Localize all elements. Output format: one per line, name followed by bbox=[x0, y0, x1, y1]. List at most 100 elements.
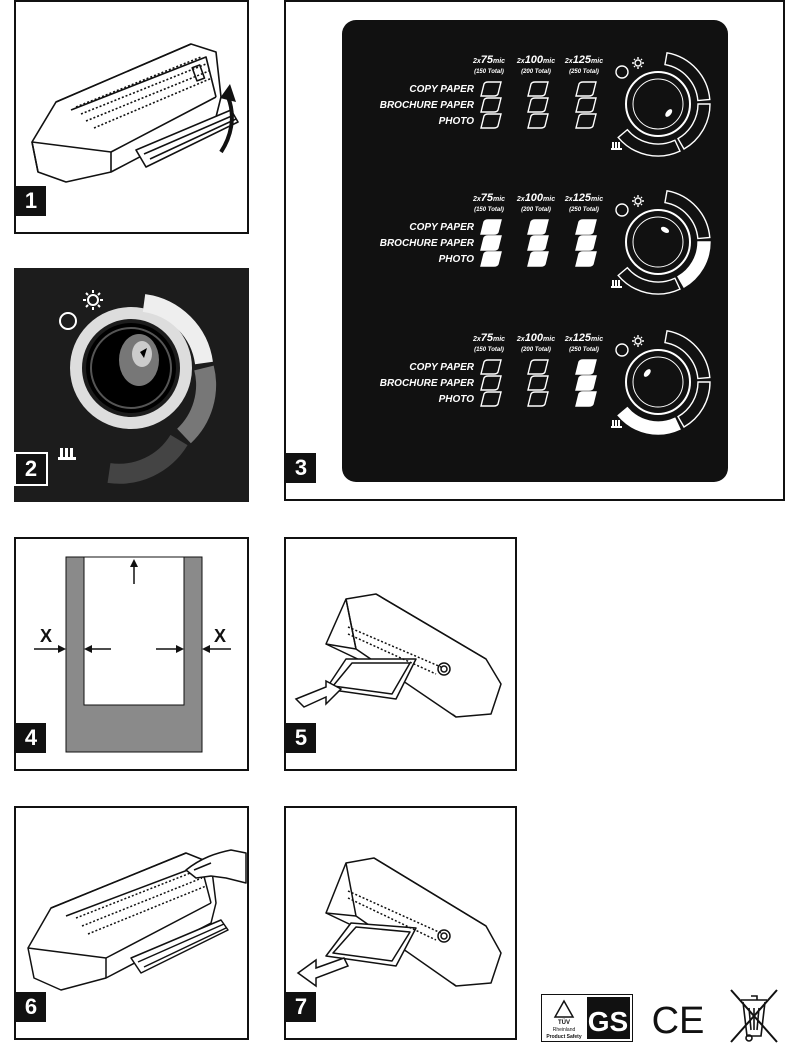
pouch-indicator-icon bbox=[527, 251, 549, 267]
laminator-open-tray-illustration bbox=[31, 43, 239, 183]
heat-arc-segment bbox=[677, 103, 711, 150]
thickness-header: 2x100mic bbox=[516, 192, 555, 204]
ready-light-icon bbox=[615, 203, 629, 217]
gs-mark: GS bbox=[588, 1006, 628, 1037]
panel-step-4: X X 4 bbox=[14, 537, 249, 771]
pouch-indicator-icon bbox=[575, 235, 597, 251]
heat-bars-icon bbox=[611, 142, 622, 150]
ready-indicator-light-icon bbox=[59, 312, 77, 330]
heat-arc-segment bbox=[664, 329, 711, 380]
heat-arc-segment bbox=[677, 381, 711, 428]
ready-light-icon bbox=[615, 343, 629, 357]
step-number: 1 bbox=[16, 186, 46, 216]
heat-arc-segment bbox=[664, 51, 711, 102]
paper-type-label: PHOTO bbox=[439, 394, 475, 405]
thickness-total: (200 Total) bbox=[521, 207, 551, 213]
weee-crossed-bin-icon bbox=[723, 986, 785, 1044]
step-number: 2 bbox=[14, 452, 48, 486]
paper-type-label: BROCHURE PAPER bbox=[380, 378, 475, 389]
sun-icon bbox=[83, 290, 103, 310]
settings-chart-panel: 2x75mic (150 Total) 2x100mic (200 Total) 2x1… bbox=[342, 20, 728, 482]
paper-type-label: PHOTO bbox=[439, 116, 475, 127]
tuv-rheinland-text: Rheinland bbox=[553, 1027, 576, 1033]
thickness-header: 2x125mic bbox=[564, 332, 603, 344]
paper-type-label: COPY PAPER bbox=[409, 222, 474, 233]
pouch-indicator-icon bbox=[527, 359, 549, 375]
thickness-header: 2x75mic bbox=[472, 332, 505, 344]
pouch-indicator-icon bbox=[527, 219, 549, 235]
thickness-header: 2x75mic bbox=[472, 192, 505, 204]
pouch-indicator-icon bbox=[480, 81, 502, 97]
heat-bars-icon bbox=[611, 280, 622, 288]
tuv-gs-logo: TÜV Rheinland Product Safety GS bbox=[541, 994, 633, 1042]
panel-step-7: 7 bbox=[284, 806, 517, 1040]
heat-arc-segment bbox=[617, 266, 681, 295]
panel-step-6: 6 bbox=[14, 806, 249, 1040]
sun-icon bbox=[632, 335, 644, 347]
pouch-indicator-icon bbox=[575, 251, 597, 267]
paper-type-label: BROCHURE PAPER bbox=[380, 238, 475, 249]
thickness-total: (250 Total) bbox=[569, 347, 599, 353]
pouch-indicator-icon bbox=[575, 359, 597, 375]
tuv-text: TÜV bbox=[558, 1019, 570, 1026]
step-number: 7 bbox=[286, 992, 316, 1022]
heat-arc-segment bbox=[617, 128, 681, 157]
thickness-header: 2x125mic bbox=[564, 192, 603, 204]
tuv-triangle-icon: TÜV Rheinland Product Safety GS bbox=[546, 997, 630, 1040]
heat-bars-icon bbox=[58, 448, 76, 460]
dial-pointer-icon bbox=[643, 369, 651, 377]
setting-row: 2x75mic (150 Total) 2x100mic (200 Total) 2x1… bbox=[380, 329, 711, 435]
setting-row: 2x75mic (150 Total) 2x100mic (200 Total) 2x1… bbox=[380, 189, 711, 295]
pouch-indicator-icon bbox=[480, 235, 502, 251]
pouch-indicator-icon bbox=[527, 113, 549, 129]
thickness-header: 2x75mic bbox=[472, 54, 505, 66]
laminator-output-pouch-illustration bbox=[296, 857, 502, 988]
temperature-dial-closeup bbox=[14, 268, 249, 502]
pouch-indicator-icon bbox=[480, 359, 502, 375]
pouch-indicator-icon bbox=[575, 391, 597, 407]
pouch-indicator-icon bbox=[575, 81, 597, 97]
pouch-indicator-icon bbox=[480, 375, 502, 391]
sun-icon bbox=[632, 195, 644, 207]
step-number: 3 bbox=[286, 453, 316, 483]
paper-type-label: BROCHURE PAPER bbox=[380, 100, 475, 111]
pouch-indicator-icon bbox=[480, 219, 502, 235]
laminator-press-button-illustration bbox=[27, 849, 247, 991]
thickness-total: (200 Total) bbox=[521, 69, 551, 75]
step-number: 5 bbox=[286, 723, 316, 753]
step-number: 4 bbox=[16, 723, 46, 753]
paper-type-label: PHOTO bbox=[439, 254, 475, 265]
pouch-indicator-icon bbox=[575, 97, 597, 113]
setting-row: 2x75mic(150 Total)2x100mic(200 Total)2x1… bbox=[380, 51, 711, 157]
tuv-product-safety-text: Product Safety bbox=[546, 1034, 582, 1040]
thickness-total: (150 Total) bbox=[474, 347, 504, 353]
thickness-total: (200 Total) bbox=[521, 347, 551, 353]
heat-arc-segment bbox=[664, 189, 711, 240]
panel-step-2: 2 bbox=[14, 268, 249, 502]
paper-type-label: COPY PAPER bbox=[409, 84, 474, 95]
pouch-indicator-icon bbox=[480, 251, 502, 267]
thickness-header: 2x100mic bbox=[516, 332, 555, 344]
pouch-indicator-icon bbox=[527, 391, 549, 407]
margin-label-left: X bbox=[40, 626, 52, 646]
pouch-indicator-icon bbox=[575, 219, 597, 235]
thickness-total: (150 Total) bbox=[474, 69, 504, 75]
document-margin-diagram: X X bbox=[34, 556, 231, 753]
pouch-indicator-icon bbox=[527, 375, 549, 391]
pouch-indicator-icon bbox=[480, 113, 502, 129]
thickness-total: (250 Total) bbox=[569, 69, 599, 75]
thickness-total: (250 Total) bbox=[569, 207, 599, 213]
pouch-indicator-icon bbox=[527, 81, 549, 97]
heat-arc-segment bbox=[677, 241, 711, 288]
paper-type-label: COPY PAPER bbox=[409, 362, 474, 373]
dial-pointer-icon bbox=[665, 109, 673, 117]
ready-light-icon bbox=[615, 65, 629, 79]
laminator-insert-pouch-illustration bbox=[294, 593, 502, 718]
heat-bars-icon bbox=[611, 420, 622, 428]
thickness-header: 2x125mic bbox=[564, 54, 603, 66]
pouch-indicator-icon bbox=[480, 391, 502, 407]
thickness-total: (150 Total) bbox=[474, 207, 504, 213]
ce-mark-text: CE bbox=[652, 1000, 705, 1041]
step-number: 6 bbox=[16, 992, 46, 1022]
pouch-indicator-icon bbox=[480, 97, 502, 113]
